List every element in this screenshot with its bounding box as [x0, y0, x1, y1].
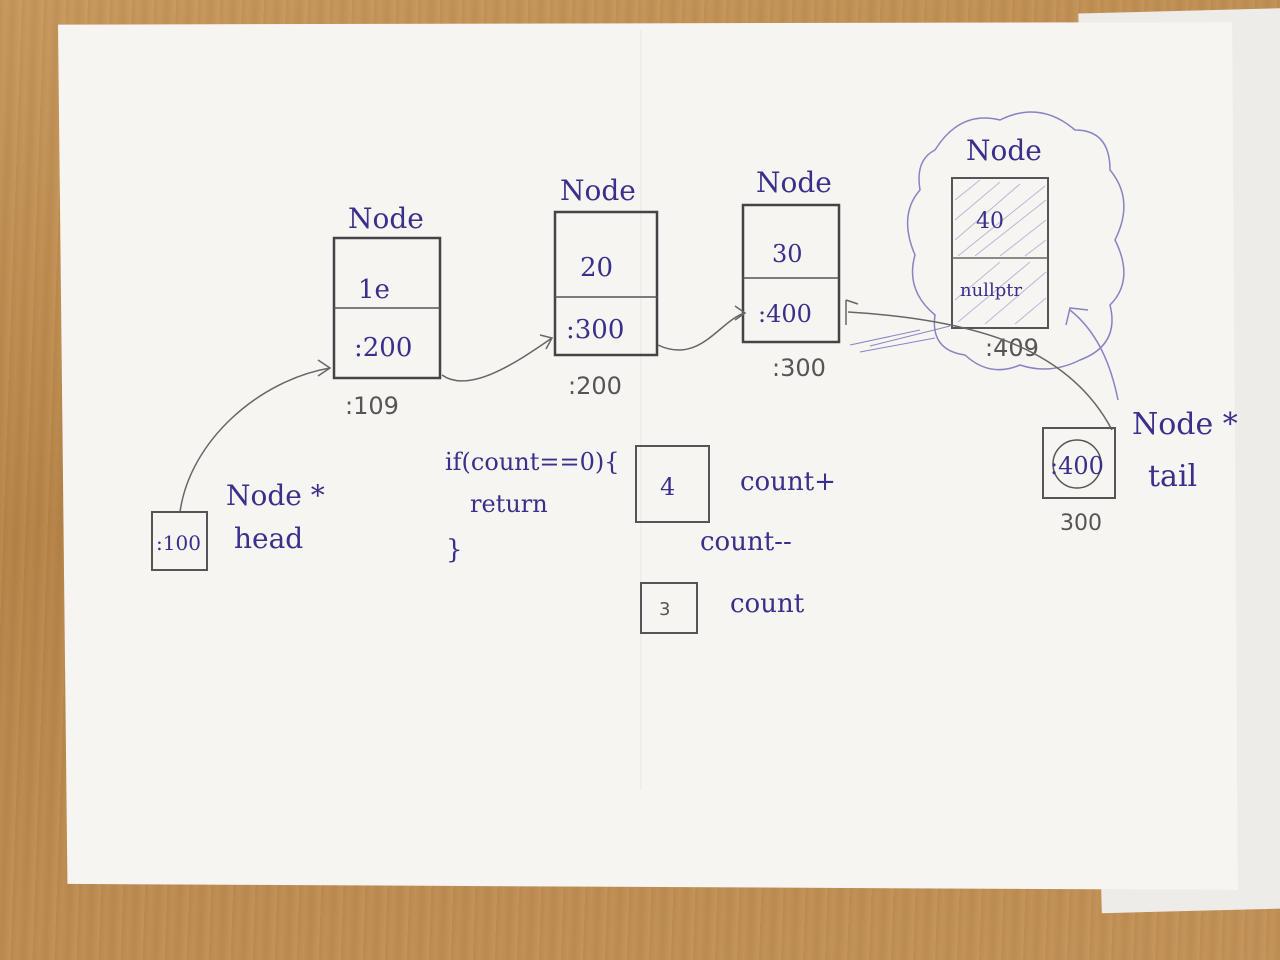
node-4-cloud	[906, 111, 1125, 371]
node-4-address: :409	[985, 334, 1039, 362]
code-line-2: return	[470, 490, 548, 518]
node-4-next: nullptr	[960, 280, 1022, 301]
arrow-node-2-to-node-3	[657, 312, 746, 351]
node-3: Node 30 :400 :300	[741, 166, 841, 382]
node-2-value: 20	[580, 253, 613, 283]
node-2: Node 20 :300 :200	[553, 174, 659, 400]
head-value: :100	[156, 531, 201, 555]
scribble-near-node-3	[849, 325, 951, 353]
node-4-title: Node	[966, 134, 1042, 167]
node-2-next: :300	[566, 315, 624, 345]
decrement-statement: count--	[700, 527, 792, 557]
tail-address: 300	[1060, 511, 1102, 536]
arrow-tail-to-node-3-tip	[845, 299, 859, 325]
tail-name: tail	[1148, 459, 1197, 494]
node-3-title: Node	[756, 166, 832, 199]
head-box	[151, 511, 208, 571]
node-1: Node 1e :200 :109	[332, 202, 442, 420]
tail-value-circle	[1052, 439, 1102, 489]
counter-before: 4 count+	[635, 445, 836, 523]
node-1-address: :109	[345, 392, 399, 420]
counter-before-label: count+	[740, 467, 836, 497]
arrow-tail-to-node-4	[1069, 309, 1119, 401]
arrow-node-1-to-2-tip	[539, 334, 554, 350]
counter-after: 3 count	[640, 582, 805, 634]
arrow-node-1-to-node-2	[441, 337, 553, 382]
node-4-box	[951, 177, 1049, 329]
counter-after-value: 3	[659, 599, 670, 620]
node-4-value: 40	[976, 209, 1004, 234]
code-line-1: if(count==0){	[445, 448, 620, 476]
counter-before-value: 4	[660, 473, 675, 501]
node-1-next: :200	[354, 333, 412, 363]
arrow-head-1-tip	[317, 359, 332, 377]
node-1-value: 1e	[358, 275, 390, 305]
node-3-box	[741, 203, 841, 344]
paper-sheet	[58, 22, 1238, 890]
paper-bleed-through	[640, 30, 1042, 790]
node-1-title: Node	[348, 202, 424, 235]
node-4-hatching	[954, 179, 1047, 325]
node-2-address: :200	[568, 372, 622, 400]
node-3-value: 30	[772, 240, 803, 268]
head-type: Node *	[226, 479, 325, 512]
arrow-node-2-to-3-tip	[734, 305, 747, 321]
arrow-head-to-node-1	[179, 367, 331, 513]
code-snippet: if(count==0){ return }	[445, 448, 620, 565]
arrows	[179, 299, 1119, 513]
tail-type: Node *	[1132, 407, 1238, 442]
node-3-address: :300	[772, 354, 826, 382]
counter-after-box	[640, 582, 698, 634]
counter-after-label: count	[730, 589, 805, 619]
tail-value: :400	[1050, 452, 1104, 480]
counter-before-box	[635, 445, 710, 523]
tail-pointer: :400 300 Node * tail	[1042, 407, 1238, 536]
node-4: Node 40 nullptr :409	[906, 111, 1125, 371]
node-2-box	[553, 210, 659, 357]
arrow-tail-to-node-4-tip	[1065, 307, 1089, 326]
node-2-title: Node	[560, 174, 636, 207]
tail-box	[1042, 427, 1116, 499]
node-3-next: :400	[758, 300, 812, 328]
arrow-tail-to-node-3	[847, 311, 1113, 431]
head-pointer: :100 Node * head	[151, 479, 325, 571]
head-name: head	[234, 522, 303, 555]
code-line-3: }	[446, 535, 463, 565]
